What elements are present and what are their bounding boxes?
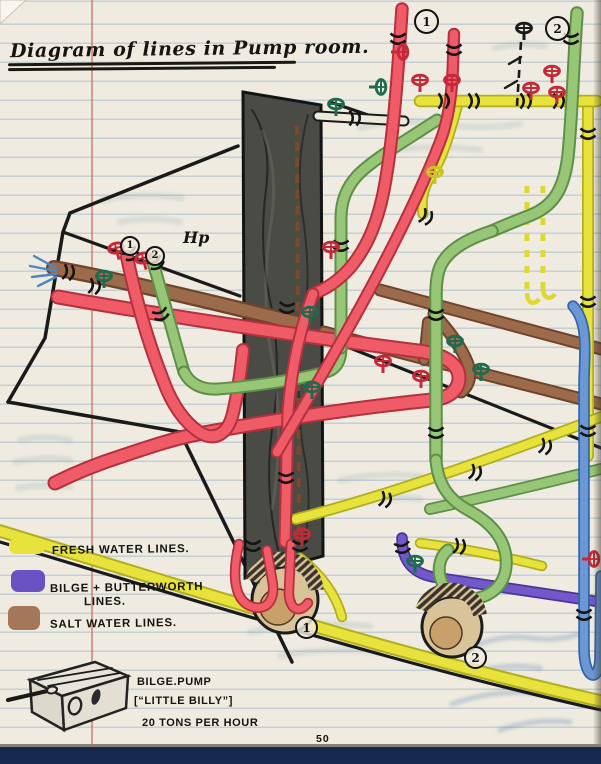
legend-label-bilge-butterworth: BILGE + BUTTERWORTH: [49, 580, 204, 596]
legend-swatch-fresh-water: [9, 538, 45, 554]
pump-note-line3: 20 TONS PER HOUR: [142, 717, 259, 729]
legend-swatch-bilge-butterworth: [11, 570, 45, 592]
legend-label-bilge-butterworth-2: LINES.: [83, 595, 126, 609]
marker-top-1-label: 1: [422, 14, 431, 29]
water-spray: [28, 254, 58, 288]
marker-top-2: 2: [545, 16, 570, 41]
pipes-green-left: [145, 113, 601, 515]
marker-inlet-1-label: 1: [126, 240, 134, 251]
legend-label-fresh-water: FRESH WATER LINES.: [51, 543, 190, 557]
pump-2-cylinder: [415, 582, 487, 659]
margin-line: [91, 0, 93, 746]
hp-annotation: Hp: [183, 228, 210, 247]
marker-pump-1: 1: [295, 616, 318, 639]
bilge-pump-sketch: [6, 660, 132, 733]
marker-pump-1-label: 1: [302, 620, 311, 635]
page-title: Diagram of lines in Pump room.: [9, 35, 370, 63]
pipes-red-risers: [270, 2, 461, 549]
legend-swatch-salt-water: [8, 606, 40, 630]
pipes-red-pump1-loops: [229, 538, 314, 615]
marker-inlet-2: 2: [145, 246, 165, 266]
pipes-green-pump2: [429, 453, 513, 606]
marker-inlet-2-label: 2: [151, 250, 159, 261]
page-number: 50: [316, 733, 330, 745]
pump-note-line2: [“LITTLE BILLY”]: [134, 695, 234, 707]
marker-top-2-label: 2: [553, 21, 562, 36]
marker-pump-2-label: 2: [471, 650, 480, 665]
reach-rod: [503, 41, 523, 107]
pump-note-line1: BILGE.PUMP: [137, 676, 212, 688]
marker-pump-2: 2: [464, 646, 487, 669]
marker-top-1: 1: [414, 9, 439, 34]
marker-inlet-1: 1: [120, 236, 140, 256]
pipes-green-right: [429, 6, 584, 467]
legend-label-salt-water: SALT WATER LINES.: [49, 617, 177, 631]
